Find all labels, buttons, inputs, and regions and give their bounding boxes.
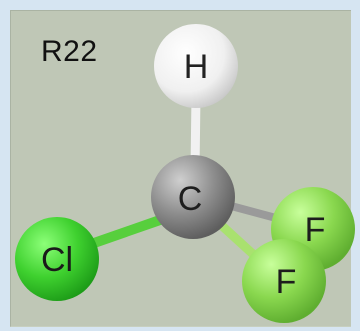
chlorine-sphere [15,217,99,301]
fluorine-lower-label: F [276,263,297,301]
carbon-label: C [178,180,203,218]
molecule-title: R22 [41,35,98,68]
fluorine-lower-sphere [242,239,326,323]
atom-fluorine-lower: F [242,239,326,323]
hydrogen-sphere [154,24,238,108]
atom-chlorine: Cl [15,217,99,301]
fluorine-upper-label: F [305,211,326,249]
atom-carbon: C [151,155,235,239]
chlorine-label: Cl [41,241,73,279]
atom-hydrogen: H [154,24,238,108]
hydrogen-label: H [184,48,209,86]
carbon-sphere [151,155,235,239]
